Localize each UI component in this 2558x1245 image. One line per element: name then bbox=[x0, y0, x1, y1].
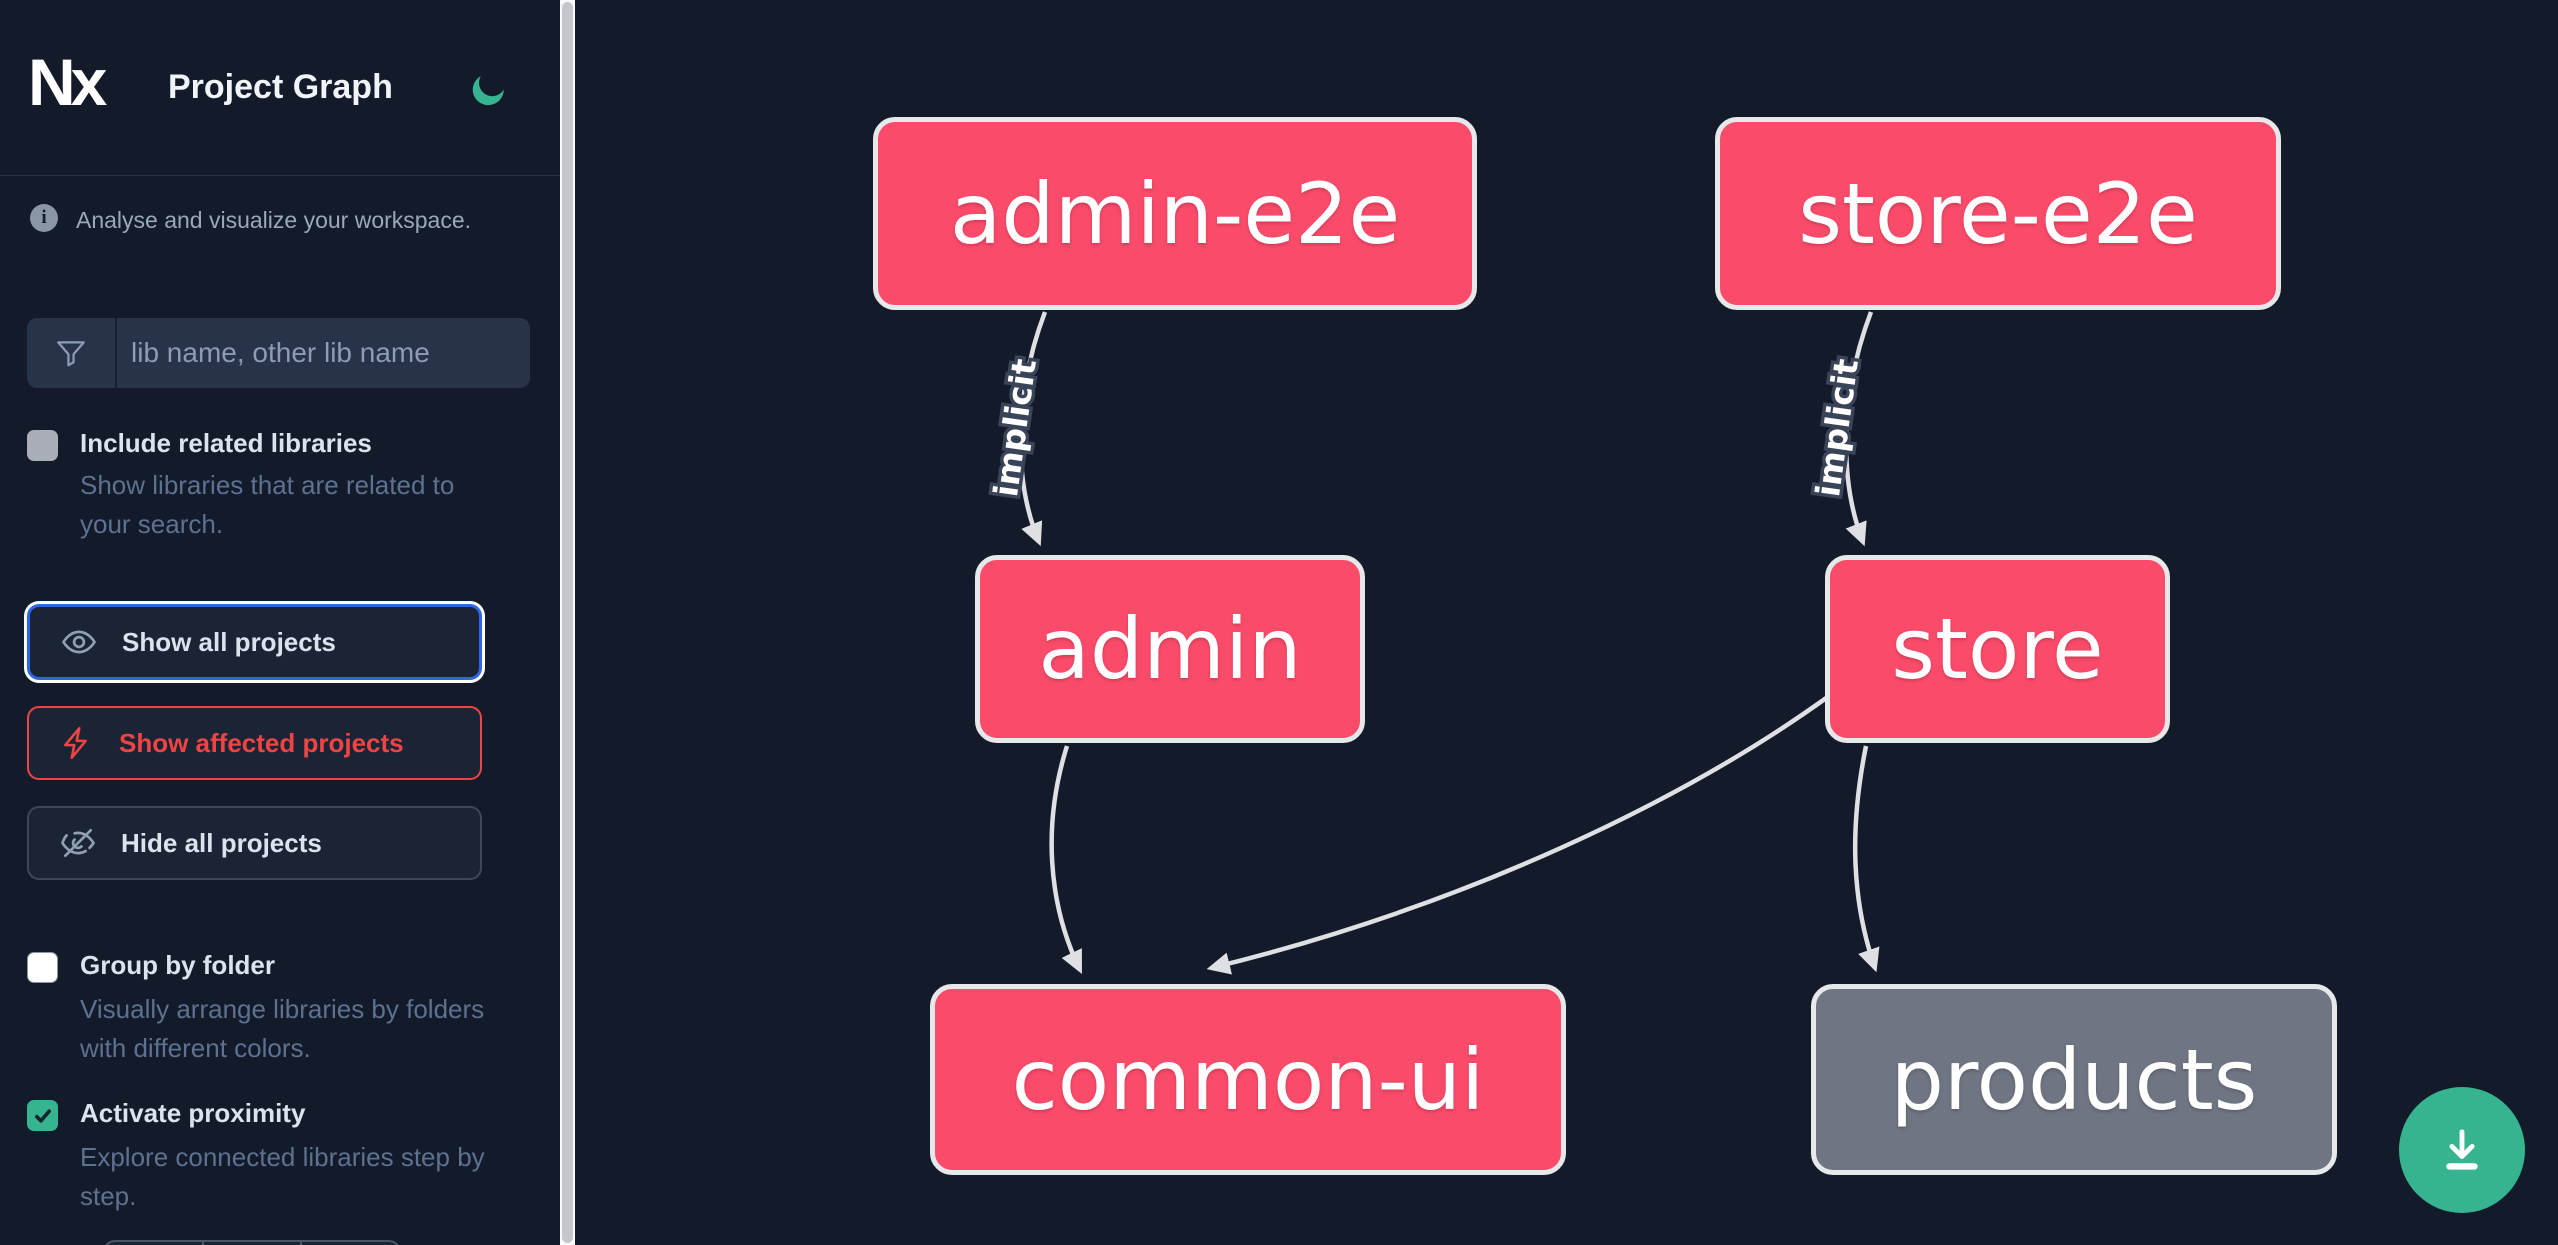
show-all-projects-button[interactable]: Show all projects bbox=[27, 604, 482, 680]
graph-canvas[interactable]: implicit implicit admin-e2e store-e2e ad… bbox=[575, 0, 2558, 1245]
activate-proximity-description: Explore connected libraries step by step… bbox=[80, 1142, 485, 1211]
include-related-description: Show libraries that are related to your … bbox=[80, 470, 455, 539]
page-title: Project Graph bbox=[168, 68, 393, 106]
nx-logo: Nx bbox=[28, 45, 107, 119]
edge-admin-e2e-admin[interactable] bbox=[1018, 311, 1048, 547]
show-all-projects-label: Show all projects bbox=[122, 626, 336, 657]
node-store-e2e[interactable]: store-e2e bbox=[1715, 117, 2281, 310]
include-related-label[interactable]: Include related libraries bbox=[80, 428, 372, 458]
hide-all-projects-label: Hide all projects bbox=[121, 827, 322, 858]
group-by-folder-label[interactable]: Group by folder bbox=[80, 950, 275, 980]
proximity-decrement-button[interactable] bbox=[103, 1240, 204, 1245]
edge-store-common-ui[interactable] bbox=[1206, 694, 1831, 975]
bolt-icon bbox=[64, 727, 87, 759]
info-icon: i bbox=[30, 204, 58, 232]
proximity-increment-button[interactable] bbox=[302, 1240, 402, 1245]
show-affected-projects-label: Show affected projects bbox=[119, 727, 404, 758]
activate-proximity-label[interactable]: Activate proximity bbox=[80, 1098, 306, 1128]
node-admin-e2e[interactable]: admin-e2e bbox=[873, 117, 1477, 310]
edge-label-implicit-admin: implicit bbox=[986, 356, 1044, 499]
sidebar: Nx Project Graph i Analyse and visualize… bbox=[0, 0, 560, 1245]
proximity-value bbox=[203, 1240, 303, 1245]
download-icon bbox=[2446, 1129, 2478, 1170]
edge-label-implicit-store: implicit bbox=[1808, 356, 1866, 499]
library-filter-input[interactable] bbox=[131, 318, 521, 388]
group-by-folder-description: Visually arrange libraries by folders wi… bbox=[80, 994, 485, 1063]
activate-proximity-checkbox[interactable] bbox=[27, 1100, 58, 1131]
funnel-icon bbox=[27, 318, 115, 388]
eye-icon bbox=[61, 630, 97, 654]
proximity-stepper bbox=[103, 1240, 402, 1245]
sidebar-scrollbar bbox=[560, 0, 575, 1245]
edges-layer: implicit implicit bbox=[983, 311, 1880, 975]
download-image-button[interactable] bbox=[2399, 1087, 2525, 1213]
show-affected-projects-button[interactable]: Show affected projects bbox=[27, 706, 482, 780]
sidebar-scrollbar-thumb[interactable] bbox=[562, 2, 573, 1243]
node-store[interactable]: store bbox=[1825, 555, 2170, 743]
edge-store-e2e-store[interactable] bbox=[1843, 311, 1874, 547]
workspace-tagline: Analyse and visualize your workspace. bbox=[76, 207, 472, 233]
node-admin[interactable]: admin bbox=[975, 555, 1365, 743]
dark-mode-toggle[interactable] bbox=[468, 68, 508, 112]
edge-admin-common-ui[interactable] bbox=[1049, 745, 1083, 975]
check-icon bbox=[34, 1108, 51, 1123]
node-common-ui[interactable]: common-ui bbox=[930, 984, 1566, 1175]
include-related-checkbox[interactable] bbox=[27, 430, 58, 461]
filter-box bbox=[27, 318, 530, 388]
header-divider bbox=[0, 175, 560, 176]
moon-icon bbox=[472, 75, 504, 106]
hide-all-projects-button[interactable]: Hide all projects bbox=[27, 806, 482, 880]
group-by-folder-checkbox[interactable] bbox=[27, 952, 58, 983]
node-products[interactable]: products bbox=[1811, 984, 2337, 1175]
filter-divider bbox=[115, 318, 117, 388]
eye-off-icon bbox=[61, 828, 96, 858]
edge-store-products[interactable] bbox=[1852, 745, 1880, 973]
